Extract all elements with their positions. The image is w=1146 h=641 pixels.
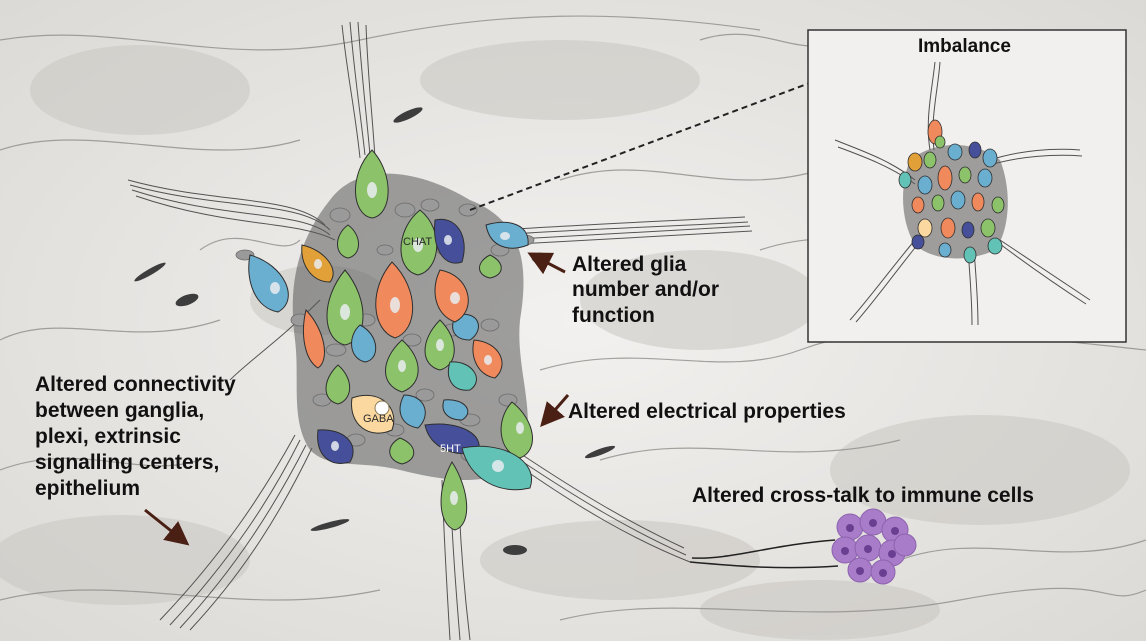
electrical-label: Altered electrical properties (568, 400, 846, 423)
serotonin-marker-label: 5HT (440, 443, 461, 455)
chat-marker-label: CHAT (403, 236, 432, 248)
gaba-marker-label: GABA (363, 413, 394, 425)
immune-label: Altered cross-talk to immune cells (692, 484, 1034, 507)
imbalance-inset-panel: Imbalance (808, 30, 1126, 342)
imbalance-label: Imbalance (918, 36, 1011, 57)
